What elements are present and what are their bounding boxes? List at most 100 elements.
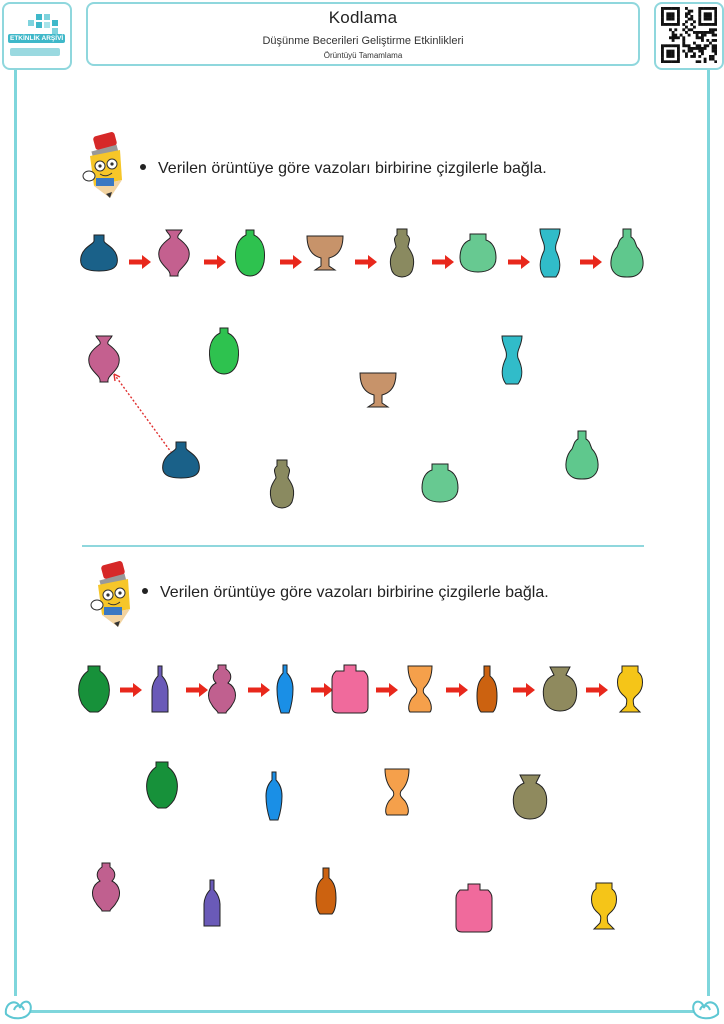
logo-icon bbox=[10, 14, 60, 56]
answer-2-vase-1-shape bbox=[146, 761, 178, 809]
answer-2-vase-7[interactable] bbox=[315, 867, 337, 915]
pattern-2-vase-7[interactable] bbox=[476, 665, 498, 713]
frame-right bbox=[707, 66, 710, 996]
pattern-1-vase-8[interactable] bbox=[610, 228, 644, 278]
mascot-pencil-1 bbox=[82, 132, 122, 198]
pattern-2-vase-2-shape bbox=[151, 665, 169, 713]
arrow-icon bbox=[129, 255, 151, 269]
pattern-1-vase-1-shape bbox=[80, 234, 118, 272]
example-connection-line bbox=[113, 373, 172, 453]
instruction-1: Verilen örüntüye göre vazoları birbirine… bbox=[140, 160, 547, 178]
pattern-1-vase-3[interactable] bbox=[235, 229, 265, 277]
pattern-2-vase-6-shape bbox=[407, 665, 433, 713]
answer-1-vase-8[interactable] bbox=[565, 430, 599, 480]
pattern-2-vase-1[interactable] bbox=[78, 665, 110, 713]
pattern-2-vase-1-shape bbox=[78, 665, 110, 713]
answer-1-vase-5-shape bbox=[162, 441, 200, 479]
answer-2-vase-5[interactable] bbox=[92, 862, 120, 912]
answer-2-vase-3-shape bbox=[384, 768, 410, 816]
arrow-icon bbox=[186, 683, 208, 697]
pattern-1-vase-4[interactable] bbox=[306, 235, 344, 271]
answer-2-vase-3[interactable] bbox=[384, 768, 410, 816]
answer-2-vase-6[interactable] bbox=[203, 879, 221, 927]
corner-flourish-right-icon bbox=[692, 1000, 720, 1020]
pattern-1-vase-5[interactable] bbox=[389, 228, 415, 278]
arrow-icon bbox=[580, 255, 602, 269]
answer-1-vase-7[interactable] bbox=[421, 463, 459, 503]
arrow-icon bbox=[248, 683, 270, 697]
arrow-icon bbox=[120, 683, 142, 697]
answer-1-vase-1[interactable] bbox=[88, 335, 120, 383]
arrow-icon bbox=[355, 255, 377, 269]
title-box: Kodlama Düşünme Becerileri Geliştirme Et… bbox=[86, 2, 640, 66]
pattern-1-vase-2-shape bbox=[158, 229, 190, 277]
arrow-icon bbox=[311, 683, 333, 697]
arrow-icon bbox=[204, 255, 226, 269]
arrow-icon bbox=[432, 255, 454, 269]
answer-2-vase-4[interactable] bbox=[512, 774, 548, 820]
pattern-2-vase-3-shape bbox=[208, 664, 236, 714]
answer-2-vase-7-shape bbox=[315, 867, 337, 915]
pattern-1-vase-6[interactable] bbox=[459, 233, 497, 273]
pattern-2-vase-5[interactable] bbox=[331, 664, 369, 714]
answer-1-vase-7-shape bbox=[421, 463, 459, 503]
frame-bottom bbox=[30, 1010, 694, 1013]
answer-1-vase-4-shape bbox=[359, 372, 397, 408]
pattern-1-vase-7[interactable] bbox=[539, 228, 561, 278]
answer-2-vase-8[interactable] bbox=[455, 883, 493, 933]
page-subsubtitle: Örüntüyü Tamamlama bbox=[323, 51, 403, 60]
answer-1-vase-2-shape bbox=[209, 327, 239, 375]
instruction-2-text: Verilen örüntüye göre vazoları birbirine… bbox=[160, 584, 549, 601]
arrow-icon bbox=[376, 683, 398, 697]
answer-2-vase-8-shape bbox=[455, 883, 493, 933]
answer-1-vase-5[interactable] bbox=[162, 441, 200, 479]
answer-2-vase-4-shape bbox=[512, 774, 548, 820]
answer-1-vase-2[interactable] bbox=[209, 327, 239, 375]
pattern-2-vase-7-shape bbox=[476, 665, 498, 713]
qr-code[interactable] bbox=[654, 2, 724, 70]
answer-2-vase-5-shape bbox=[92, 862, 120, 912]
pattern-2-vase-9[interactable] bbox=[617, 665, 643, 713]
pattern-2-vase-9-shape bbox=[617, 665, 643, 713]
pattern-2-vase-5-shape bbox=[331, 664, 369, 714]
answer-1-vase-3-shape bbox=[501, 335, 523, 385]
pattern-2-vase-2[interactable] bbox=[151, 665, 169, 713]
pattern-2-vase-4-shape bbox=[276, 664, 294, 714]
arrow-icon bbox=[280, 255, 302, 269]
pattern-1-vase-4-shape bbox=[306, 235, 344, 271]
bullet-dot bbox=[140, 163, 146, 170]
pattern-1-vase-5-shape bbox=[389, 228, 415, 278]
pattern-2-vase-4[interactable] bbox=[276, 664, 294, 714]
arrow-icon bbox=[586, 683, 608, 697]
answer-1-vase-1-shape bbox=[88, 335, 120, 383]
answer-1-vase-6[interactable] bbox=[269, 459, 295, 509]
connection-arrowhead-icon bbox=[113, 373, 121, 382]
pattern-2-vase-3[interactable] bbox=[208, 664, 236, 714]
answer-1-vase-6-shape bbox=[269, 459, 295, 509]
answer-2-vase-2-shape bbox=[265, 771, 283, 821]
answer-2-vase-2[interactable] bbox=[265, 771, 283, 821]
page-subtitle: Düşünme Becerileri Geliştirme Etkinlikle… bbox=[262, 35, 464, 47]
arrow-icon bbox=[513, 683, 535, 697]
corner-flourish-left-icon bbox=[4, 1000, 32, 1020]
frame-left bbox=[14, 66, 17, 996]
pattern-1-vase-3-shape bbox=[235, 229, 265, 277]
pattern-1-vase-1[interactable] bbox=[80, 234, 118, 272]
section-divider bbox=[82, 545, 644, 547]
pattern-1-vase-2[interactable] bbox=[158, 229, 190, 277]
answer-2-vase-1[interactable] bbox=[146, 761, 178, 809]
qr-icon bbox=[661, 7, 717, 63]
answer-2-vase-9[interactable] bbox=[591, 882, 617, 930]
pattern-1-vase-8-shape bbox=[610, 228, 644, 278]
pattern-2-vase-6[interactable] bbox=[407, 665, 433, 713]
answer-2-vase-9-shape bbox=[591, 882, 617, 930]
answer-1-vase-3[interactable] bbox=[501, 335, 523, 385]
answer-2-vase-6-shape bbox=[203, 879, 221, 927]
instruction-1-text: Verilen örüntüye göre vazoları birbirine… bbox=[158, 160, 547, 177]
pattern-2-vase-8[interactable] bbox=[542, 666, 578, 712]
answer-1-vase-8-shape bbox=[565, 430, 599, 480]
answer-1-vase-4[interactable] bbox=[359, 372, 397, 408]
pattern-1-vase-7-shape bbox=[539, 228, 561, 278]
bullet-dot bbox=[142, 587, 148, 594]
